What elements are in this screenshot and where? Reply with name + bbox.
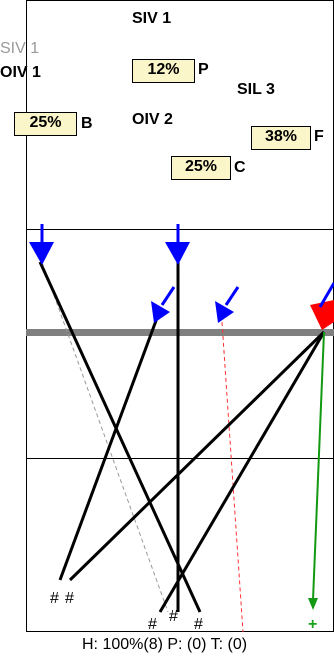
- percent-box-p: 12%: [132, 59, 195, 83]
- black-line-5: [158, 331, 326, 613]
- blue-arrow-2: [165, 224, 190, 265]
- black-line-4: [68, 330, 326, 582]
- divider-line-lower: [26, 458, 334, 459]
- gray-band: [26, 329, 334, 336]
- percent-box-b: 25%: [14, 112, 77, 136]
- blue-arrow-3: [151, 286, 176, 323]
- percent-box-f: 38%: [251, 126, 311, 150]
- plus-marker: +: [308, 616, 318, 633]
- letter-c: C: [234, 159, 246, 176]
- dashed-gray-line: [41, 261, 169, 613]
- letter-b: B: [81, 115, 93, 132]
- green-line: [312, 331, 325, 601]
- label-siv-left: SIV 1: [0, 40, 40, 57]
- percent-box-c: 25%: [171, 156, 231, 180]
- label-siv-top: SIV 1: [132, 10, 172, 27]
- hash-marker-2: #: [65, 590, 74, 607]
- red-arrow: [310, 282, 334, 330]
- status-footer: H: 100%(8) P: (0) T: (0): [82, 636, 248, 653]
- divider-line-upper: [26, 229, 334, 230]
- hash-marker-5: #: [194, 616, 203, 633]
- blue-arrow-4: [215, 286, 240, 323]
- label-oiv-mid: OIV 2: [132, 111, 173, 128]
- hash-marker-4: #: [169, 608, 178, 625]
- black-line-3: [58, 317, 159, 581]
- hash-marker-1: #: [50, 590, 59, 607]
- letter-p: P: [198, 61, 209, 78]
- label-oiv-left: OIV 1: [0, 64, 41, 81]
- letter-f: F: [314, 128, 324, 145]
- dashed-red-line: [221, 321, 244, 633]
- hash-marker-3: #: [148, 616, 157, 633]
- green-arrowhead: [308, 598, 318, 610]
- blue-arrow-1: [29, 224, 54, 265]
- label-sil: SIL 3: [237, 81, 275, 98]
- black-line-1: [38, 261, 202, 613]
